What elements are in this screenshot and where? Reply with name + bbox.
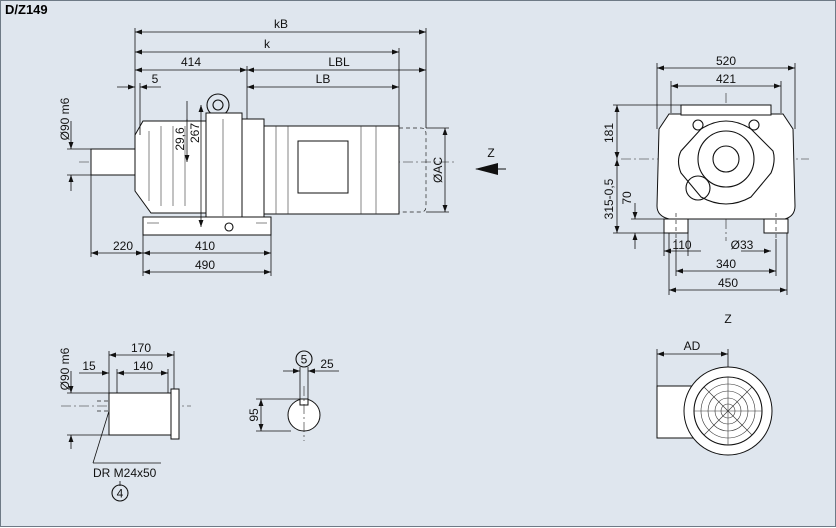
dim-410: 410: [195, 239, 215, 253]
key-dim-25: 25: [320, 357, 334, 371]
detail-shaft-body: [108, 392, 172, 436]
dim-267: 267: [188, 123, 202, 143]
dim-kB: kB: [274, 17, 288, 31]
dim-414: 414: [181, 55, 201, 69]
front-housing: [656, 113, 796, 220]
mounting-foot: [142, 216, 272, 236]
z-view-title: Z: [724, 312, 731, 326]
dim-315: 315-0,5: [602, 178, 616, 219]
drawing-title: D/Z149: [5, 2, 48, 17]
detail-shaft-flange: [170, 388, 180, 440]
dim-AD: AD: [684, 339, 701, 353]
motor-flange: [241, 118, 265, 220]
z-view: Z AD: [656, 312, 773, 456]
front-foot-right: [763, 218, 789, 234]
dim-5: 5: [152, 72, 159, 86]
dim-LB: LB: [316, 72, 331, 86]
shaft-detail: Ø90 m6 170 15 140 DR M24x50 4: [58, 341, 191, 502]
callout-5-circle-icon: [295, 350, 313, 368]
thread-label: DR M24x50: [93, 466, 157, 480]
callout-5: 5: [301, 353, 308, 367]
dim-520: 520: [716, 54, 736, 68]
gear-stage-housing: [205, 112, 243, 220]
front-top-rib: [680, 104, 772, 116]
key-detail: 5 25 95: [247, 350, 339, 441]
terminal-box: [297, 140, 349, 194]
dim-490: 490: [195, 258, 215, 272]
dim-shaft-dia: Ø90 m6: [58, 97, 72, 140]
front-view: 520 421 181 315-0,5 70 110: [602, 54, 809, 295]
fan-cover-outline: [399, 127, 427, 213]
dim-450: 450: [718, 276, 738, 290]
dim-421: 421: [716, 72, 736, 86]
callout-4: 4: [117, 487, 124, 501]
dim-k: k: [264, 37, 271, 51]
front-flange-lobes: [677, 120, 775, 205]
view-z-label: Z: [487, 146, 494, 160]
detail-dim-170: 170: [131, 341, 151, 355]
dim-hole: Ø33: [731, 238, 754, 252]
callout-4-circle-icon: [111, 484, 129, 502]
front-foot-left: [663, 218, 689, 234]
front-bore-outer: [697, 130, 755, 188]
dim-29-6: 29,6: [173, 127, 187, 151]
output-shaft: [90, 148, 136, 176]
dim-220: 220: [113, 239, 133, 253]
dim-LBL: LBL: [328, 55, 350, 69]
dim-181: 181: [602, 123, 616, 143]
view-direction-arrow-icon: [475, 163, 498, 175]
key-dim-95: 95: [247, 408, 261, 422]
detail-dim-15: 15: [82, 359, 96, 373]
detail-dim-shaft-dia: Ø90 m6: [58, 347, 72, 390]
dim-AC: ØAC: [431, 157, 445, 183]
dim-340: 340: [716, 257, 736, 271]
front-bore: [712, 145, 740, 173]
dim-110: 110: [672, 238, 691, 252]
side-view: kB k 414 LBL 5 LB Ø90 m6: [58, 17, 506, 276]
detail-dim-140: 140: [133, 359, 153, 373]
dim-70: 70: [620, 191, 634, 205]
